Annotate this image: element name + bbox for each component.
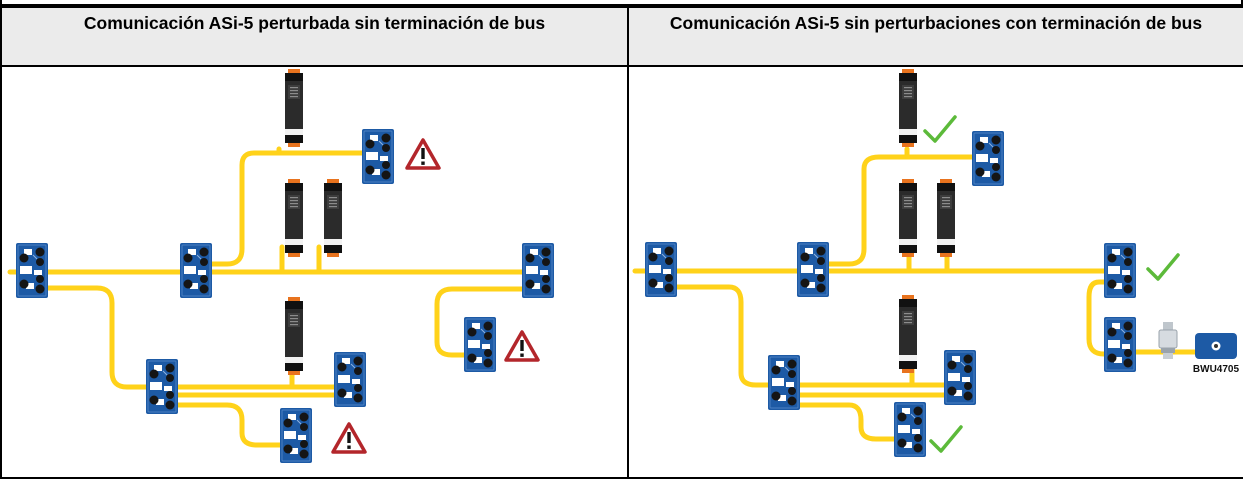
top-border (0, 0, 1243, 6)
asi-controller (899, 295, 917, 373)
panel-left-heading: Comunicación ASi-5 perturbada sin termin… (0, 6, 629, 67)
asi-controller (324, 179, 342, 257)
bus-terminator-plug (1158, 322, 1178, 359)
asi-controller (285, 69, 303, 147)
asi-cable (204, 150, 370, 267)
asi-io-module (522, 243, 554, 298)
asi-cable (37, 285, 150, 390)
asi-io-module (1104, 317, 1136, 372)
asi-io-module (1104, 243, 1136, 298)
asi-cable (1086, 279, 1117, 357)
asi-io-module (645, 242, 677, 297)
checkmark-icon (929, 425, 963, 453)
asi-io-module (464, 317, 496, 372)
right-network-diagram: BWU4705 (632, 69, 1240, 457)
asi-io-module (768, 355, 800, 410)
asi-io-module (180, 243, 212, 298)
comparison-table: Comunicación ASi-5 perturbada sin termin… (0, 6, 1243, 479)
asi-io-module (16, 243, 48, 298)
asi-io-module (944, 350, 976, 405)
asi-cable (826, 154, 977, 267)
asi-controller (285, 297, 303, 375)
asi-cable (434, 286, 525, 358)
asi-cable (661, 284, 772, 388)
asi-controller (899, 69, 917, 147)
asi-controller (937, 179, 955, 257)
asi-controller (899, 179, 917, 257)
terminator-label: BWU4705 (1193, 364, 1240, 375)
checkmark-icon (923, 115, 957, 143)
asi-cable (174, 402, 283, 448)
asi-io-module (146, 359, 178, 414)
panel-left (0, 65, 629, 479)
asi-io-module (334, 352, 366, 407)
warning-triangle-icon (331, 422, 367, 454)
panel-right-heading: Comunicación ASi-5 sin perturbaciones co… (627, 6, 1243, 67)
warning-triangle-icon (504, 330, 540, 362)
asi-io-module (972, 131, 1004, 186)
asi-io-module (797, 242, 829, 297)
asi-io-module (894, 402, 926, 457)
asi-io-module (362, 129, 394, 184)
asi-controller (285, 179, 303, 257)
asi-io-module (280, 408, 312, 463)
warning-triangle-icon (405, 138, 441, 170)
panel-right: BWU4705 (627, 65, 1243, 479)
left-network-diagram (7, 69, 554, 463)
bus-termination-device (1195, 333, 1237, 359)
checkmark-icon (1146, 253, 1180, 281)
asi-cable (796, 402, 897, 442)
